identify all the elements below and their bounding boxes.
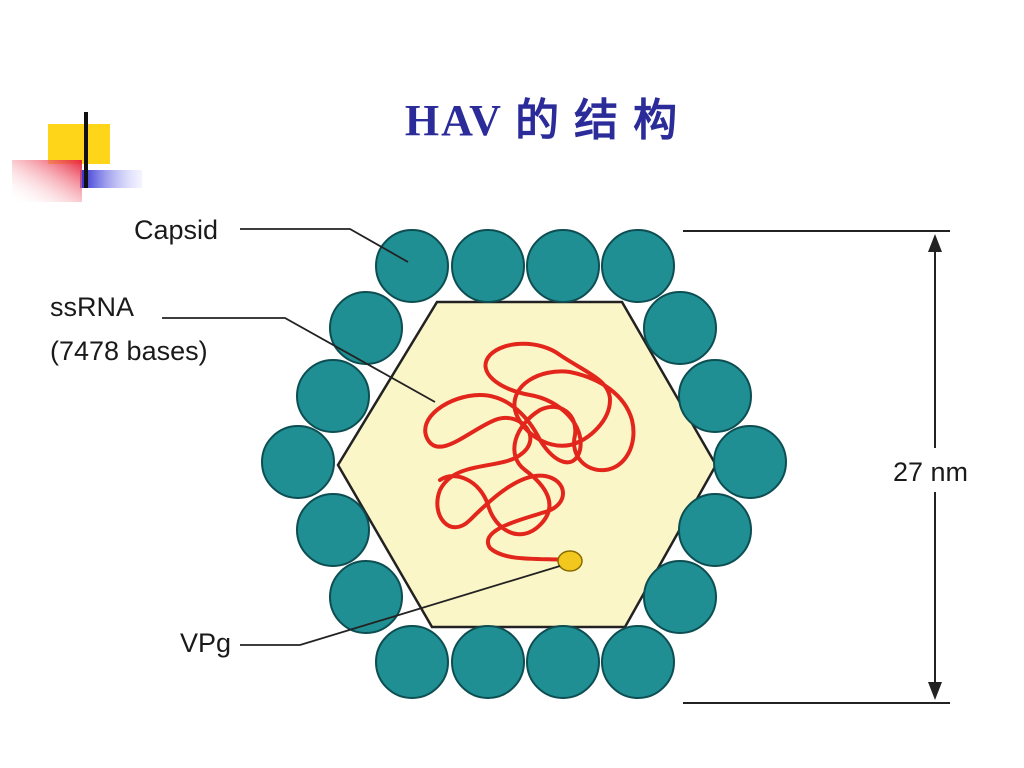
capsomere — [526, 625, 600, 699]
arrow-up-icon — [928, 234, 942, 252]
capsomere — [643, 560, 717, 634]
slide-title: HAV 的 结 构 — [404, 96, 680, 145]
size-label: 27 nm — [893, 457, 968, 487]
ornament-blue-bar — [80, 170, 142, 188]
capsomere — [451, 625, 525, 699]
arrow-down-icon — [928, 682, 942, 700]
capsomere — [678, 493, 752, 567]
vpg-protein — [557, 550, 583, 572]
capsomere — [451, 229, 525, 303]
ssrna-coil — [423, 341, 636, 562]
capsomere — [601, 229, 675, 303]
capsomere-ring — [261, 229, 787, 699]
ssrna-label: ssRNA — [50, 292, 134, 322]
capsomere — [329, 560, 403, 634]
capsomere — [678, 359, 752, 433]
vpg-label: VPg — [180, 628, 231, 658]
capsomere — [329, 291, 403, 365]
corner-ornament — [12, 112, 142, 202]
ornament-red-block — [12, 160, 82, 202]
capsomere — [375, 229, 449, 303]
capsomere — [261, 425, 335, 499]
ornament-yellow-block — [48, 124, 110, 164]
capsomere — [713, 425, 787, 499]
capsid-leader-line — [240, 228, 409, 263]
vpg-leader-line — [240, 565, 561, 646]
capsomere — [375, 625, 449, 699]
capsomere — [643, 291, 717, 365]
capsomere — [601, 625, 675, 699]
capsid-hexagon — [336, 300, 718, 629]
ssrna-bases-label: (7478 bases) — [50, 336, 208, 366]
ssrna-leader-line — [162, 317, 436, 403]
capsomere — [296, 359, 370, 433]
capsomere — [526, 229, 600, 303]
capsomere — [296, 493, 370, 567]
capsid-label: Capsid — [134, 215, 218, 245]
